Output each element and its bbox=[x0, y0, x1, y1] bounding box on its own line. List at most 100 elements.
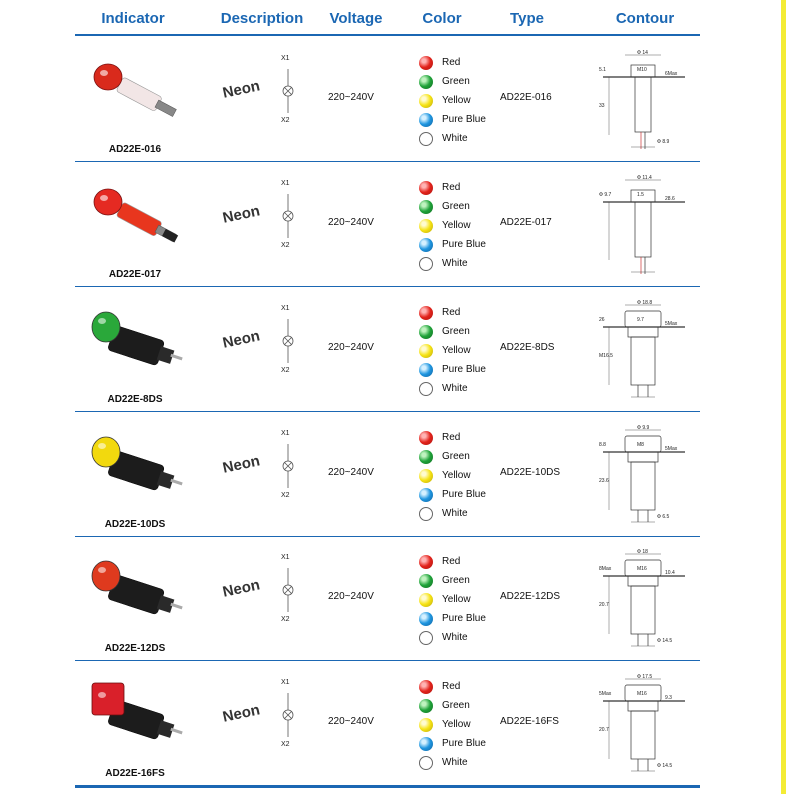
dimension-label: Φ 14 bbox=[637, 50, 648, 56]
color-name: Green bbox=[442, 201, 470, 212]
terminal-x2-label: X2 bbox=[281, 117, 290, 124]
dimension-label: 28.6 bbox=[665, 196, 675, 202]
row-divider bbox=[75, 286, 700, 287]
color-name: White bbox=[442, 508, 468, 519]
color-option: Red bbox=[419, 303, 486, 322]
color-option: Red bbox=[419, 428, 486, 447]
accent-strip bbox=[781, 0, 786, 794]
lens-highlight bbox=[98, 318, 106, 324]
white-dot-icon bbox=[419, 131, 433, 146]
color-name: Green bbox=[442, 575, 470, 586]
white-dot-icon bbox=[419, 256, 433, 271]
lens-highlight bbox=[100, 70, 108, 76]
nut-outline bbox=[627, 451, 659, 463]
green-dot-icon bbox=[419, 573, 433, 588]
dimension-label: 20.7 bbox=[599, 602, 609, 608]
color-option: Yellow bbox=[419, 590, 486, 609]
color-option: White bbox=[419, 628, 486, 647]
dimension-label: M16.5 bbox=[599, 353, 613, 359]
voltage-value: 220~240V bbox=[328, 342, 374, 353]
color-name: Pure Blue bbox=[442, 489, 486, 500]
lamp-symbol-icon bbox=[282, 568, 294, 612]
lens-highlight bbox=[98, 443, 106, 449]
type-value: AD22E-16FS bbox=[500, 716, 559, 727]
dimension-label: Φ 11.4 bbox=[637, 175, 652, 181]
color-name: White bbox=[442, 632, 468, 643]
type-value: AD22E-8DS bbox=[500, 342, 555, 353]
color-option: Pure Blue bbox=[419, 110, 486, 129]
terminal-x1-label: X1 bbox=[281, 180, 290, 187]
green-dot-icon bbox=[419, 449, 433, 464]
lens-highlight bbox=[100, 195, 108, 201]
header-voltage: Voltage bbox=[329, 10, 383, 27]
indicator-photo-icon bbox=[91, 682, 183, 740]
color-option: Yellow bbox=[419, 341, 486, 360]
color-name: Red bbox=[442, 556, 461, 567]
description-text: Neon bbox=[221, 327, 262, 352]
dimension-label: 6Max bbox=[665, 71, 678, 77]
color-option: White bbox=[419, 504, 486, 523]
dimension-label: 5.1 bbox=[599, 67, 606, 73]
lamp-lens bbox=[91, 682, 125, 716]
lamp-symbol-icon bbox=[282, 444, 294, 488]
voltage-value: 220~240V bbox=[328, 92, 374, 103]
indicator-photo-icon bbox=[91, 560, 183, 615]
product-sheet: Indicator Description Voltage Color Type… bbox=[75, 0, 700, 794]
dimension-label: 33 bbox=[599, 103, 605, 109]
blue-dot-icon bbox=[419, 611, 433, 626]
blue-dot-icon bbox=[419, 237, 433, 252]
description-text: Neon bbox=[221, 701, 262, 726]
neon-lamp-symbol: X1 X2 bbox=[273, 55, 303, 124]
yellow-dot-icon bbox=[419, 343, 433, 358]
header-type: Type bbox=[510, 10, 544, 27]
description-text: Neon bbox=[221, 77, 262, 102]
red-dot-icon bbox=[419, 305, 433, 320]
color-name: Yellow bbox=[442, 719, 471, 730]
color-option: Red bbox=[419, 552, 486, 571]
lamp-symbol-icon bbox=[282, 693, 294, 737]
red-dot-icon bbox=[419, 55, 433, 70]
color-option: Green bbox=[419, 696, 486, 715]
color-name: Pure Blue bbox=[442, 114, 486, 125]
color-name: Yellow bbox=[442, 594, 471, 605]
color-name: Red bbox=[442, 57, 461, 68]
lamp-symbol-icon bbox=[282, 69, 294, 113]
model-label: AD22E-016 bbox=[108, 144, 162, 155]
color-name: Yellow bbox=[442, 220, 471, 231]
model-label: AD22E-10DS bbox=[104, 519, 166, 530]
dimension-label: 20.7 bbox=[599, 727, 609, 733]
neon-lamp-symbol: X1 X2 bbox=[273, 554, 303, 623]
color-option: Pure Blue bbox=[419, 360, 486, 379]
color-name: White bbox=[442, 383, 468, 394]
color-option: Pure Blue bbox=[419, 609, 486, 628]
type-value: AD22E-017 bbox=[500, 217, 552, 228]
header-rule bbox=[75, 34, 700, 36]
color-option: Green bbox=[419, 72, 486, 91]
color-option: White bbox=[419, 753, 486, 772]
indicator-photo-icon bbox=[93, 188, 179, 243]
color-name: Yellow bbox=[442, 95, 471, 106]
indicator-image bbox=[80, 49, 190, 139]
color-name: Yellow bbox=[442, 470, 471, 481]
dimension-label: Φ 9.9 bbox=[637, 425, 650, 431]
neon-lamp-symbol: X1 X2 bbox=[273, 305, 303, 374]
yellow-dot-icon bbox=[419, 93, 433, 108]
color-name: Pure Blue bbox=[442, 613, 486, 624]
color-option: Yellow bbox=[419, 91, 486, 110]
model-label: AD22E-16FS bbox=[105, 768, 165, 779]
description-text: Neon bbox=[221, 576, 262, 601]
lens-highlight bbox=[98, 567, 106, 573]
model-label: AD22E-017 bbox=[108, 269, 162, 280]
